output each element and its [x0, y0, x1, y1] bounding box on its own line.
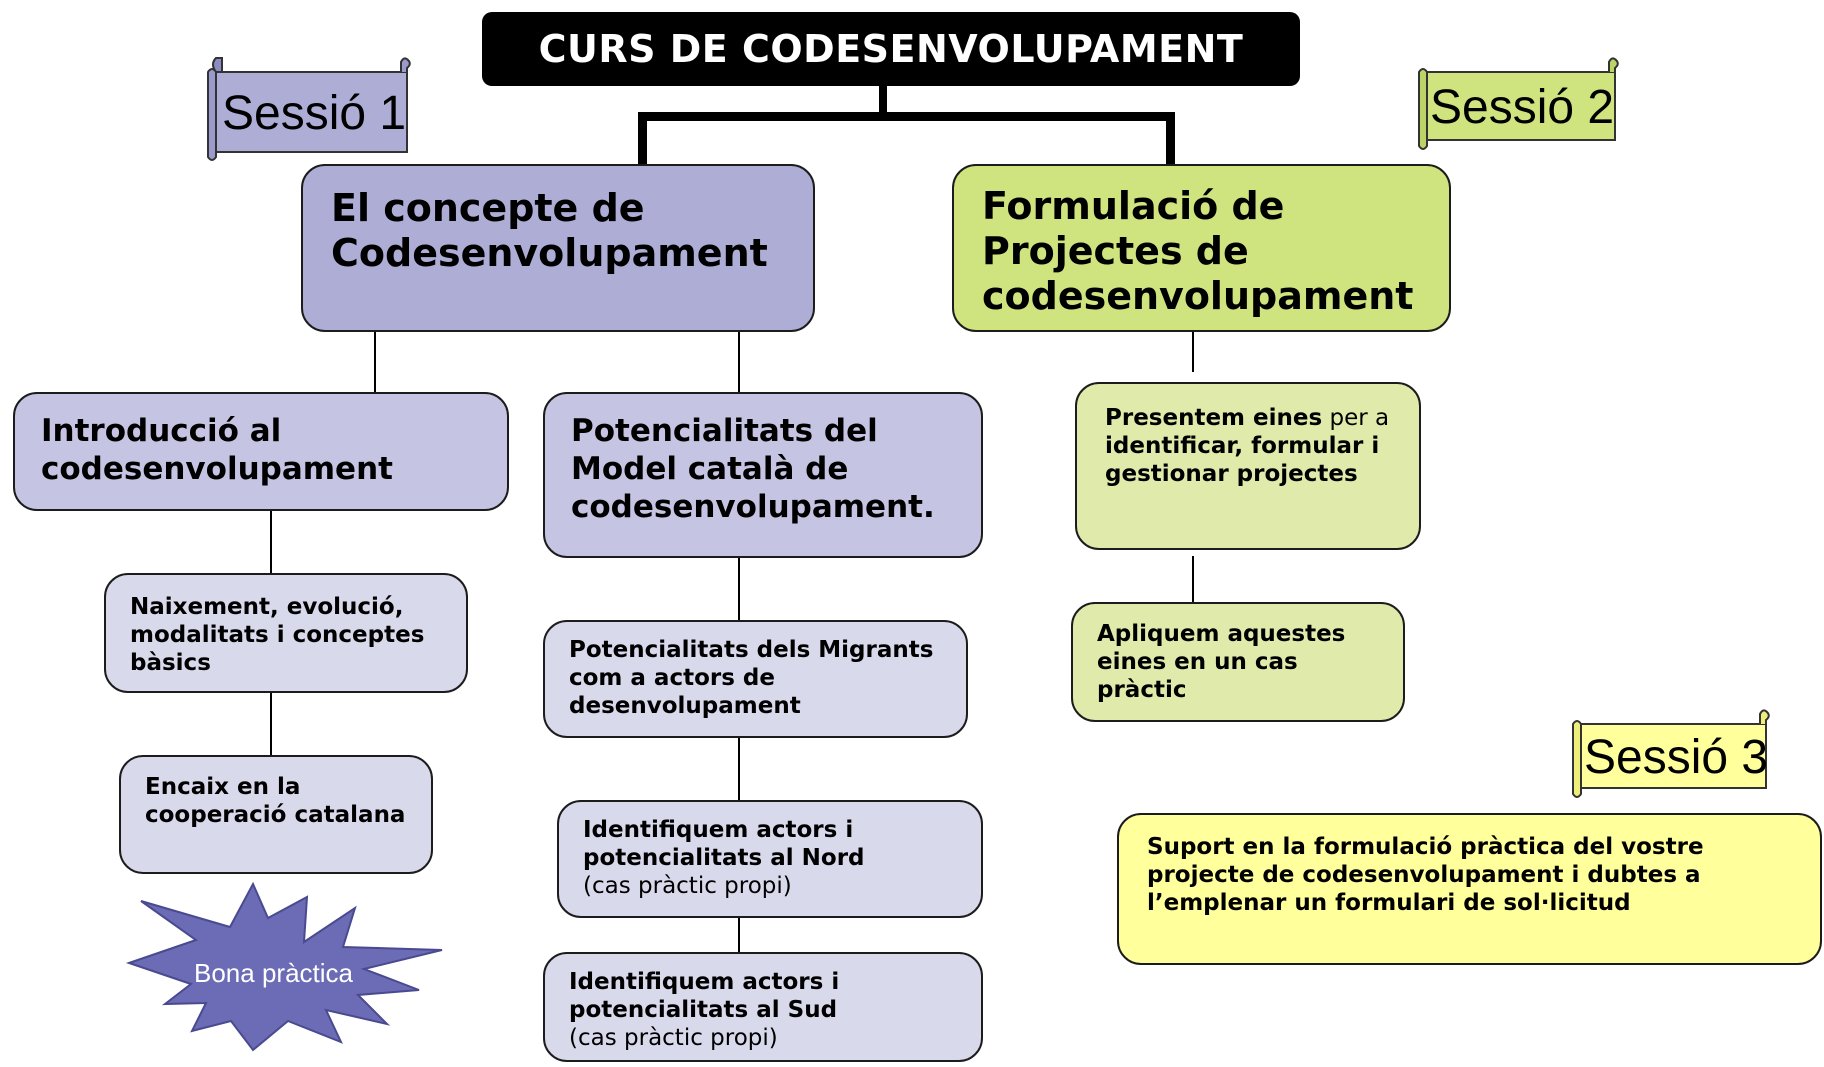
formulacio-box: Formulació de Projectes de codesenvolupa…	[952, 164, 1451, 332]
course-title: CURS DE CODESENVOLUPAMENT	[482, 12, 1300, 86]
sud-box: Identifiquem actors i potencialitats al …	[543, 952, 983, 1062]
apliquem-box: Apliquem aquestes eines en un cas pràcti…	[1071, 602, 1405, 722]
intro-text: Introducció al codesenvolupament	[41, 413, 393, 487]
connector	[738, 918, 740, 952]
eines-bold-2: identificar, formular i gestionar projec…	[1105, 433, 1380, 487]
potencial-box: Potencialitats del Model català de codes…	[543, 392, 983, 558]
suport-box: Suport en la formulació pràctica del vos…	[1117, 813, 1822, 965]
sud-note: (cas pràctic propi)	[569, 1025, 778, 1051]
eines-normal: per a	[1322, 405, 1390, 431]
encaix-box: Encaix en la cooperació catalana	[119, 755, 433, 874]
scroll-label-2: Sessió 2	[1430, 81, 1615, 134]
scroll-sessio-2	[1418, 57, 1619, 150]
scroll-sessio-1	[207, 57, 411, 161]
suport-text: Suport en la formulació pràctica del vos…	[1147, 834, 1704, 916]
branch-left-drop	[638, 112, 647, 164]
nord-text: Identifiquem actors i potencialitats al …	[583, 817, 865, 871]
naixement-box: Naixement, evolució, modalitats i concep…	[104, 573, 468, 693]
scroll-label-1: Sessió 1	[222, 87, 407, 140]
connector	[270, 511, 272, 573]
connector	[1192, 332, 1194, 372]
eines-text: Presentem eines per a identificar, formu…	[1105, 404, 1391, 488]
title-stem	[879, 86, 887, 118]
connector	[270, 693, 272, 755]
eines-box: Presentem eines per a identificar, formu…	[1075, 382, 1421, 550]
bona-practica-label: Bona pràctica	[194, 958, 353, 988]
scroll-label-3: Sessió 3	[1584, 731, 1769, 784]
connector	[738, 738, 740, 800]
naixement-text: Naixement, evolució, modalitats i concep…	[130, 594, 425, 676]
migrants-text: Potencialitats dels Migrants com a actor…	[569, 637, 934, 719]
connector	[738, 558, 740, 620]
migrants-box: Potencialitats dels Migrants com a actor…	[543, 620, 968, 738]
connector	[738, 332, 740, 392]
eines-bold-1: Presentem eines	[1105, 405, 1323, 431]
bona-practica-star	[125, 881, 443, 1052]
encaix-text: Encaix en la cooperació catalana	[145, 774, 406, 828]
intro-box: Introducció al codesenvolupament	[13, 392, 509, 511]
connector	[374, 332, 376, 392]
concept-text: El concepte de Codesenvolupament	[331, 186, 768, 275]
formulacio-text: Formulació de Projectes de codesenvolupa…	[982, 184, 1414, 318]
potencial-text: Potencialitats del Model català de codes…	[571, 413, 935, 525]
nord-note: (cas pràctic propi)	[583, 873, 792, 899]
connector	[1192, 556, 1194, 602]
branch-right-drop	[1166, 112, 1175, 164]
scroll-sessio-3	[1572, 709, 1770, 798]
concept-box: El concepte de Codesenvolupament	[301, 164, 815, 332]
apliquem-text: Apliquem aquestes eines en un cas pràcti…	[1097, 621, 1346, 703]
nord-box: Identifiquem actors i potencialitats al …	[557, 800, 983, 918]
sud-text: Identifiquem actors i potencialitats al …	[569, 969, 840, 1023]
branch-bar	[638, 112, 1174, 121]
